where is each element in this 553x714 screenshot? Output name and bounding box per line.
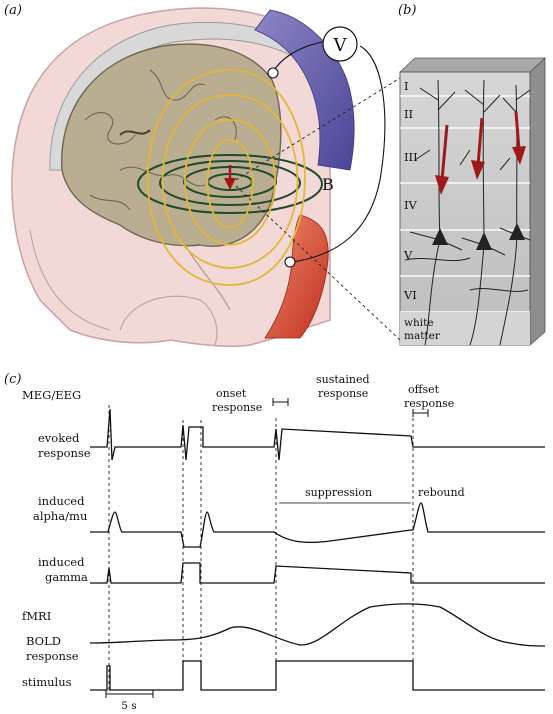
input-arrows [435,111,526,195]
layer-label-4: IV [404,198,418,212]
scale-bar: 5 s [105,690,154,712]
bottom-electrode-contact [284,256,296,268]
white-matter-label-2: matter [404,330,441,342]
gamma-label-1: induced [38,555,85,569]
current-loops [146,69,306,286]
suppression-label: suppression [305,486,372,499]
alpha-label-1: induced [38,494,85,508]
zoom-line-top [235,77,401,181]
row-labels: MEG/EEG evoked response induced alpha/mu… [22,388,91,689]
dipole-arrow [224,165,236,190]
field-label-b: B [322,175,334,194]
layer-label-3: III [404,150,418,164]
bold-label-2: response [26,649,79,663]
stimulus-label: stimulus [22,675,72,689]
onset-label-1: onset [216,387,247,400]
white-matter-label-1: white [404,317,434,329]
layer-label-1: I [404,79,409,93]
layer-label-6: VI [403,288,417,302]
voltmeter-label: V [333,35,348,56]
induced-alpha-trace [90,502,545,548]
red-electrode [264,214,329,339]
gamma-label-2: gamma [45,570,88,584]
scale-bar-label: 5 s [121,700,136,712]
cortical-column: I II III IV V VI white matter [398,57,547,346]
panel-a-label: (a) [4,3,22,18]
stimulus-trace [90,660,545,691]
top-electrode-contact [267,67,279,79]
rebound-label: rebound [418,486,465,499]
panel-c-label: (c) [4,372,21,387]
head-illustration [11,7,331,347]
traces [89,408,546,691]
bold-label-1: BOLD [26,634,61,648]
event-markers [108,405,414,690]
induced-gamma-trace [90,562,545,584]
offset-label-2: response [404,397,454,410]
zoom-line-bottom [235,185,401,341]
evoked-label-2: response [38,446,91,460]
offset-label-1: offset [408,383,440,396]
alpha-label-2: alpha/mu [33,509,87,523]
layer-label-2: II [404,107,413,121]
meg-eeg-label: MEG/EEG [22,388,81,402]
evoked-label-1: evoked [38,431,80,445]
evoked-response-trace [90,408,545,461]
voltmeter-circuit: V [267,26,386,268]
sustained-label-2: response [318,387,368,400]
bold-response-trace [89,603,546,647]
fmri-label: fMRI [22,609,51,623]
panel-b-label: (b) [398,3,416,18]
onset-label-2: response [212,401,262,414]
annotations: onset response sustained response offset… [212,373,465,504]
layer-label-5: V [403,248,413,262]
sustained-label-1: sustained [316,373,370,386]
voltmeter [322,26,358,62]
